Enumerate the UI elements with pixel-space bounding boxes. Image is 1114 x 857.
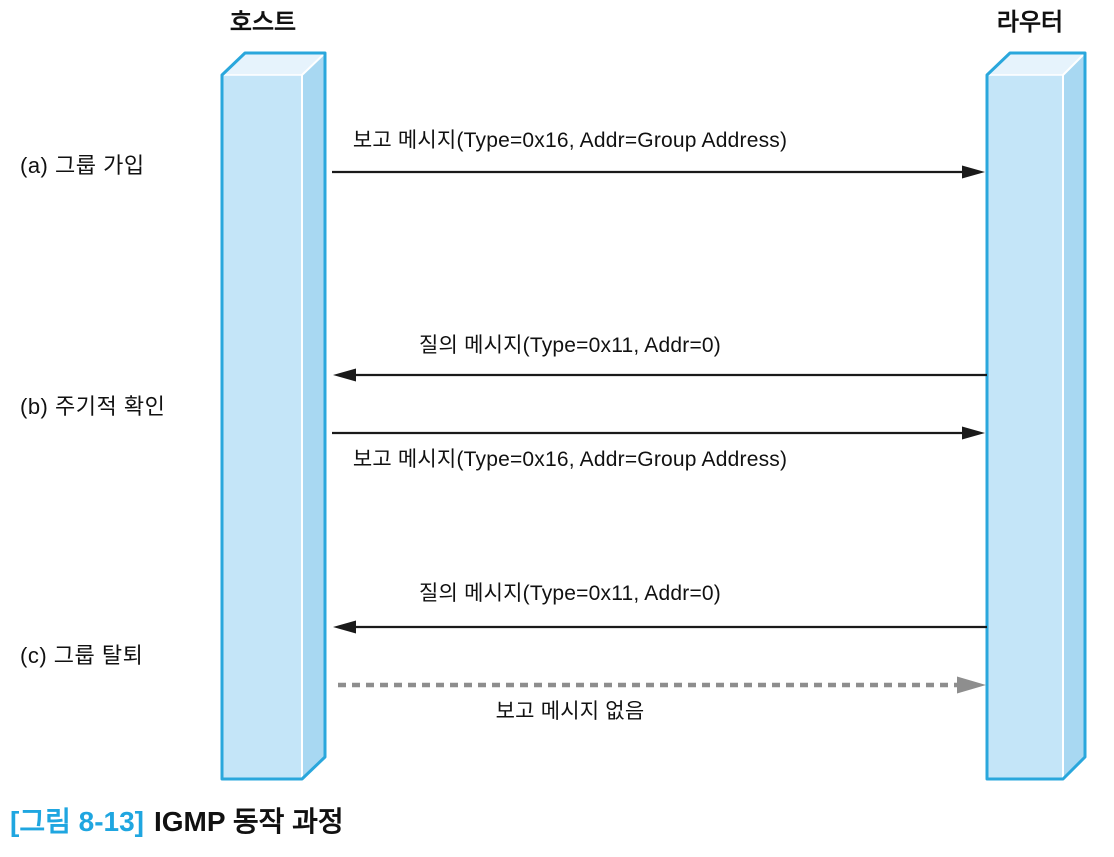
host-bar-front-face xyxy=(222,75,302,779)
router-bar-outline xyxy=(985,51,1087,781)
message-b-query-label: 질의 메시지(Type=0x11, Addr=0) xyxy=(418,334,722,357)
arrow-c-no-report-head xyxy=(957,676,986,694)
message-b-report-label: 보고 메시지(Type=0x16, Addr=Group Address) xyxy=(352,448,788,471)
arrow-b-query-head xyxy=(333,368,356,382)
host-bar-outline xyxy=(220,51,327,781)
arrow-b-query xyxy=(333,368,987,382)
section-c-label: (c) 그룹 탈퇴 xyxy=(20,643,144,668)
arrow-c-query xyxy=(333,620,987,634)
arrow-c-no-report xyxy=(338,676,986,694)
section-a-label: (a) 그룹 가입 xyxy=(20,153,145,178)
host-actor-label: 호스트 xyxy=(229,9,297,36)
arrow-b-report-head xyxy=(962,426,985,440)
host-bar-edge-diagonal xyxy=(301,52,326,76)
arrow-c-query-head xyxy=(333,620,356,634)
router-bar-side-face xyxy=(1063,53,1085,779)
host-bar-top-face xyxy=(222,53,325,75)
router-actor-label: 라우터 xyxy=(996,9,1064,36)
router-lifeline-bar xyxy=(985,51,1087,781)
figure-caption-title: IGMP 동작 과정 xyxy=(154,806,344,837)
router-bar-front-face xyxy=(987,75,1063,779)
figure-caption: [그림 8-13] IGMP 동작 과정 xyxy=(10,806,344,838)
host-bar-side-face xyxy=(302,53,325,779)
message-c-no-report-label: 보고 메시지 없음 xyxy=(495,700,645,723)
host-lifeline-bar xyxy=(220,51,327,781)
router-bar-top-face xyxy=(987,53,1085,75)
router-bar-edge-diagonal xyxy=(1062,52,1086,76)
arrow-a-report xyxy=(332,165,985,179)
arrow-a-report-head xyxy=(962,165,985,179)
message-a-report-label: 보고 메시지(Type=0x16, Addr=Group Address) xyxy=(352,129,788,152)
figure-caption-tag: [그림 8-13] xyxy=(10,806,144,837)
arrow-b-report xyxy=(332,426,985,440)
message-c-query-label: 질의 메시지(Type=0x11, Addr=0) xyxy=(418,582,722,605)
section-b-label: (b) 주기적 확인 xyxy=(20,394,166,419)
